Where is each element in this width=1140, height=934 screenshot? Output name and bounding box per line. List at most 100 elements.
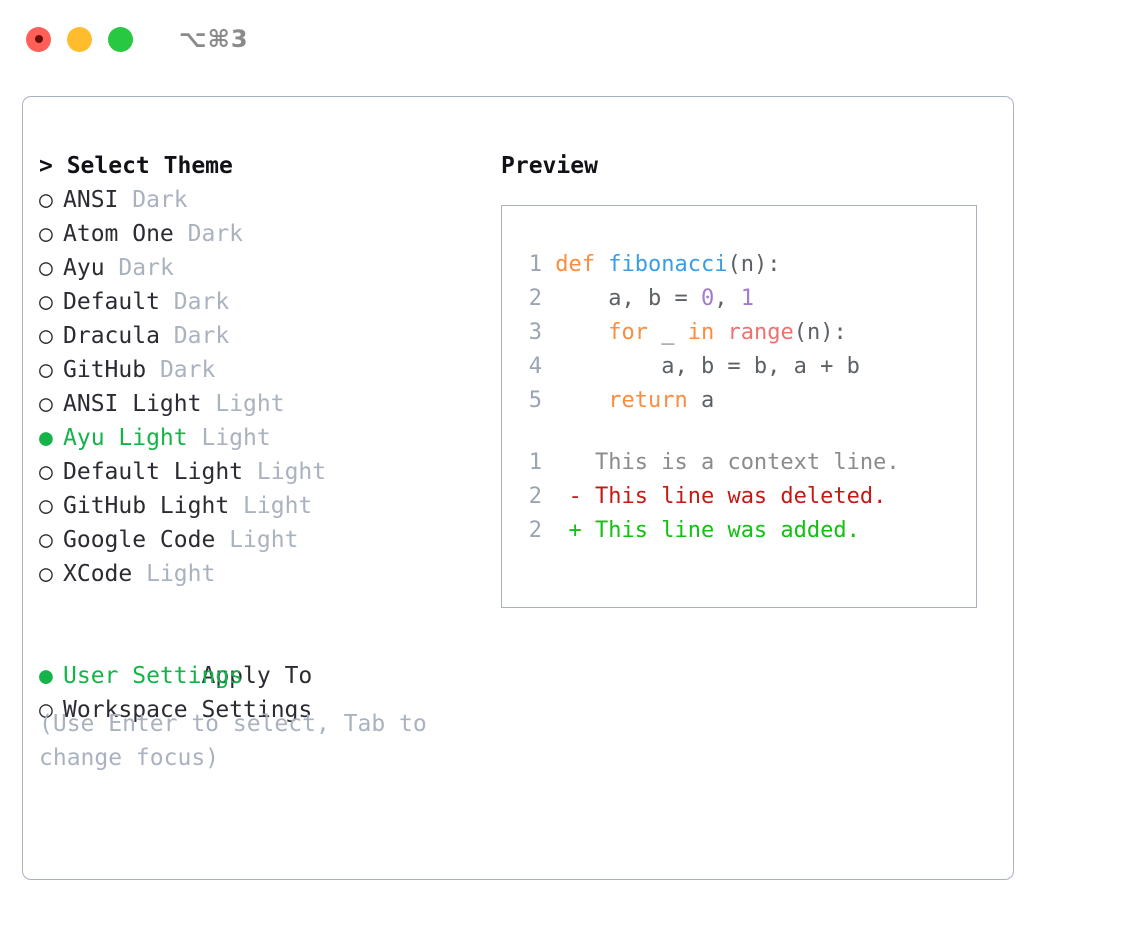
code-token: 1 — [740, 286, 754, 311]
theme-option-google-code[interactable]: ○Google Code Light — [39, 523, 479, 557]
theme-option-ayu-light[interactable]: ● Ayu Light Light — [39, 421, 479, 455]
radio-selected-icon: ● — [39, 425, 53, 451]
theme-option-github[interactable]: ○GitHub Dark — [39, 353, 479, 387]
apply-to-option-workspace-settings[interactable]: ○Workspace Settings — [39, 693, 479, 727]
label-badge-gap — [229, 493, 243, 519]
radio-unselected-icon: ○ — [39, 459, 53, 485]
label-badge-gap — [132, 561, 146, 587]
code-token: in — [687, 320, 715, 345]
label-badge-gap — [174, 221, 188, 247]
theme-option-label: ANSI — [63, 187, 119, 213]
code-line: 4 a, b = b, a + b — [516, 350, 976, 384]
diff-marker — [569, 450, 582, 475]
diff-line: 2 - This line was deleted. — [516, 480, 976, 514]
select-theme-heading: > Select Theme — [39, 153, 233, 179]
diff-line: 2 + This line was added. — [516, 514, 976, 548]
radio-unselected-icon: ○ — [39, 187, 53, 213]
code-token: a — [687, 388, 715, 413]
theme-variant-badge: Light — [243, 493, 313, 519]
label-badge-gap — [146, 357, 160, 383]
minimize-button[interactable] — [67, 26, 92, 52]
theme-variant-badge: Dark — [132, 187, 188, 213]
theme-option-atom-one[interactable]: ○Atom One Dark — [39, 217, 479, 251]
radio-unselected-icon: ○ — [39, 357, 53, 383]
theme-variant-badge: Light — [146, 561, 216, 587]
theme-option-ansi-light[interactable]: ○ ANSI Light Light — [39, 387, 479, 421]
theme-variant-badge: Dark — [118, 255, 174, 281]
code-token: 0 — [700, 286, 715, 311]
theme-option-label: Default — [63, 289, 160, 315]
theme-option-default-light[interactable]: ○ Default Light Light — [39, 455, 479, 489]
code-token: fibonacci — [608, 252, 728, 277]
code-token: _ — [647, 320, 688, 345]
radio-unselected-icon: ○ — [39, 323, 53, 349]
theme-variant-badge: Dark — [187, 221, 244, 247]
code-token — [555, 388, 608, 413]
window-controls — [26, 26, 133, 52]
radio-unselected-icon: ○ — [39, 561, 53, 587]
diff-sample: 1 This is a context line.2 - This line w… — [516, 446, 976, 548]
theme-variant-badge: Light — [201, 425, 271, 451]
code-token: def — [555, 252, 595, 277]
theme-variant-badge: Dark — [173, 323, 230, 349]
theme-option-label: Ayu — [63, 255, 105, 281]
theme-variant-badge: Light — [215, 391, 285, 417]
label-badge-gap — [201, 391, 215, 417]
theme-option-label: GitHub Light — [63, 493, 230, 519]
diff-marker: - — [568, 484, 582, 509]
radio-unselected-icon: ○ — [39, 255, 53, 281]
code-token: a, b = b, a + b — [555, 354, 860, 379]
code-token: range — [727, 320, 794, 345]
code-token: a, b = — [555, 286, 701, 311]
code-line: 1 def fibonacci(n): — [516, 248, 976, 282]
radio-unselected-icon: ○ — [39, 697, 53, 723]
theme-option-ansi[interactable]: ○ ANSI Dark — [39, 183, 479, 217]
line-number: 2 — [528, 518, 542, 543]
theme-option-xcode[interactable]: ○XCode Light — [39, 557, 479, 591]
code-token — [714, 320, 727, 345]
line-number: 3 — [528, 320, 542, 345]
label-badge-gap — [105, 255, 119, 281]
radio-unselected-icon: ○ — [39, 391, 53, 417]
preview-heading: Preview — [501, 153, 598, 179]
zoom-button[interactable] — [108, 26, 133, 52]
theme-option-default[interactable]: ○ Default Dark — [39, 285, 479, 319]
theme-variant-badge: Dark — [173, 289, 230, 315]
label-badge-gap — [243, 459, 257, 485]
code-token: for — [608, 320, 648, 345]
theme-variant-badge: Dark — [159, 357, 216, 383]
radio-unselected-icon: ○ — [39, 289, 53, 315]
code-token: , — [714, 286, 741, 311]
apply-to-heading: Apply To — [39, 625, 479, 689]
theme-variant-badge: Light — [256, 459, 327, 485]
theme-option-label: Default Light — [63, 459, 244, 485]
theme-list[interactable]: ○ANSI Dark○Atom One Dark○Ayu Dark○Defaul… — [39, 183, 479, 591]
radio-unselected-icon: ○ — [39, 493, 53, 519]
list-spacer — [39, 591, 479, 625]
theme-list-column: > Select Theme ○ANSI Dark○Atom One Dark○… — [39, 149, 479, 727]
theme-option-github-light[interactable]: ○ GitHub Light Light — [39, 489, 479, 523]
theme-option-label: Ayu Light — [63, 425, 188, 451]
apply-to-option-user-settings[interactable]: ●User Settings — [39, 659, 479, 693]
code-token — [555, 320, 608, 345]
theme-option-label: Dracula — [63, 323, 160, 349]
apply-to-list[interactable]: ●User Settings○Workspace Settings — [39, 659, 479, 727]
preview-column: Preview 1 def fibonacci(n): 2 a, b = 0, 1… — [501, 149, 991, 608]
theme-option-dracula[interactable]: ○ Dracula Dark — [39, 319, 479, 353]
line-number: 1 — [528, 252, 542, 277]
theme-variant-badge: Light — [229, 527, 299, 553]
code-line: 5 return a — [516, 384, 976, 418]
line-number: 2 — [528, 484, 542, 509]
label-badge-gap — [118, 187, 132, 213]
theme-option-ayu[interactable]: ○ Ayu Dark — [39, 251, 479, 285]
close-button[interactable] — [26, 26, 51, 52]
radio-unselected-icon: ○ — [39, 221, 53, 247]
label-badge-gap — [188, 425, 202, 451]
apply-to-option-label: User Settings — [63, 663, 244, 689]
theme-option-label: ANSI Light — [63, 391, 202, 417]
diff-text: This line was deleted. — [581, 484, 887, 509]
keyboard-hint-text: (Use Enter to select, Tab to change focu… — [39, 711, 427, 771]
